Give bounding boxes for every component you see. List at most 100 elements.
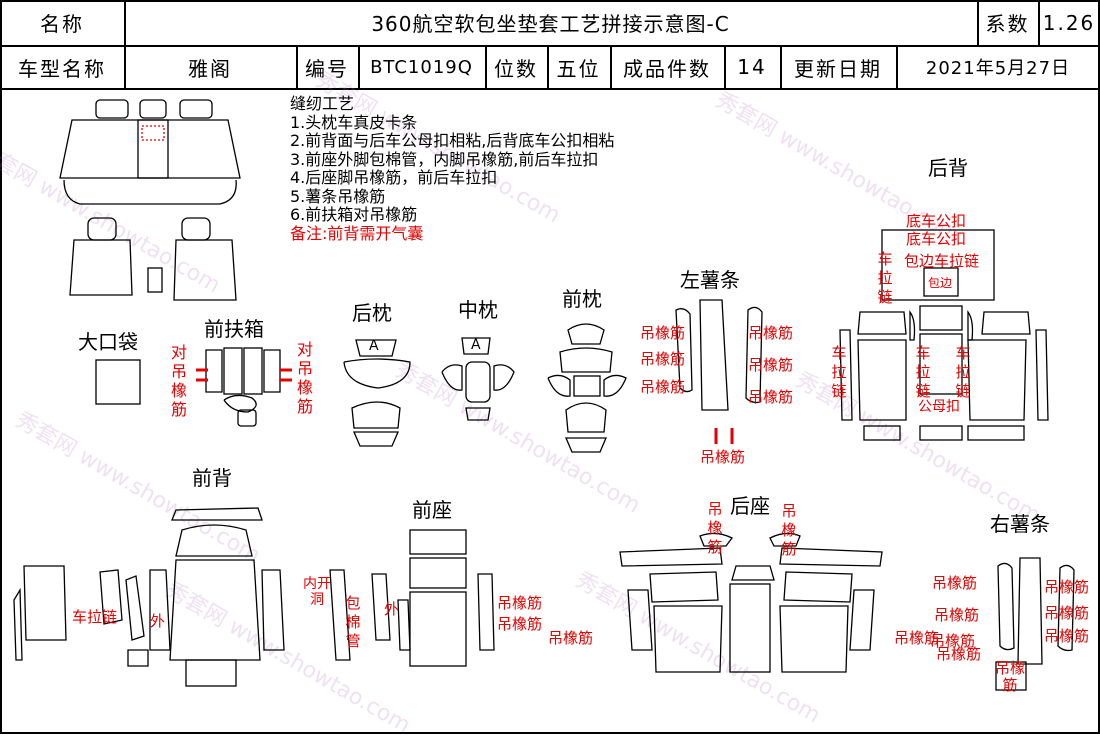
annot-rear-back-edge: 包边 [928, 276, 953, 290]
notes-item: 1.头枕车真皮卡条 [290, 112, 418, 132]
big-pocket-piece [95, 359, 141, 405]
coef-label: 系数 [985, 12, 1030, 36]
grid-v-1 [124, 0, 126, 89]
front-seat-pieces [329, 529, 495, 667]
annot-right-strip: 吊橡筋 [1044, 604, 1090, 622]
annot-rear-back-zip: 车拉链 [877, 250, 893, 306]
annot-rear-seat-left: 吊橡筋 [707, 500, 723, 556]
grid-v-4 [296, 45, 298, 89]
label-front-armrest: 前扶箱 [204, 317, 264, 341]
annot-right-strip: 吊橡筋 [936, 645, 982, 663]
right-strip-pieces [995, 557, 1075, 691]
grid-v-6 [485, 45, 487, 89]
annot-left-strip: 吊橡筋 [748, 356, 794, 374]
annot-front-back-hole: 内开洞 [303, 576, 331, 608]
attach-arrows [196, 368, 734, 444]
car-label: 车型名称 [18, 56, 106, 81]
annot-armrest-right: 对吊橡筋 [296, 340, 313, 416]
rear-seat-pieces [619, 532, 883, 673]
annot-front-seat-out: 外 [384, 600, 400, 618]
left-strip-pieces [675, 299, 763, 411]
annot-left-strip: 吊橡筋 [748, 388, 794, 406]
rear-back-pieces [839, 229, 1049, 441]
notes-heading: 缝纫工艺 [290, 94, 355, 113]
annot-front-back-zip: 车拉链 [72, 608, 118, 626]
annot-left-strip-bottom: 吊橡筋 [700, 448, 746, 466]
annot-rear-seat-right: 吊橡筋 [781, 502, 797, 558]
label-front-seat: 前座 [412, 498, 452, 522]
label-front-back: 前背 [192, 466, 232, 490]
mid-pillow-pieces [441, 337, 515, 421]
name-label: 名称 [40, 12, 84, 36]
annot-rear-back-snap: 公母扣 [918, 399, 960, 415]
grid-v-7 [547, 45, 549, 89]
grid-v-8 [610, 45, 612, 89]
grid-v-3 [1038, 0, 1040, 46]
pieces-label: 成品件数 [623, 56, 711, 81]
annot-right-strip: 吊橡筋 [930, 632, 976, 650]
label-rear-seat: 后座 [730, 494, 770, 518]
pillow-mark: A [369, 338, 379, 354]
annot-rear-seat: 吊橡筋 [894, 629, 940, 647]
seat-label: 位数 [494, 56, 538, 81]
seat-value: 五位 [556, 56, 601, 81]
annot-rear-back-edge: 包边车拉链 [904, 252, 980, 270]
seat-overview-diagram [59, 99, 241, 301]
front-back-pieces [13, 507, 285, 687]
annot-rear-back-top: 底车公扣 [906, 230, 967, 248]
annot-front-back-out: 外 [150, 612, 166, 630]
label-mid-pillow: 中枕 [458, 298, 498, 322]
label-big-pocket: 大口袋 [78, 330, 138, 354]
notes-item: 3.前座外脚包棉管，内脚吊橡筋,前后车拉扣 [290, 149, 599, 169]
grid-v-9 [724, 45, 726, 89]
date-value: 2021年5月27日 [925, 58, 1071, 79]
notes-item: 4.后座脚吊橡筋，前后车拉扣 [290, 168, 498, 187]
label-rear-back: 后背 [928, 156, 968, 180]
label-front-pillow: 前枕 [562, 287, 602, 311]
annot-front-seat: 吊橡筋 [497, 615, 543, 633]
annot-left-strip: 吊橡筋 [640, 350, 686, 368]
label-right-strip: 右薯条 [990, 512, 1050, 536]
annot-front-seat-pipe: 包棉管 [345, 594, 361, 650]
notes-item: 5.薯条吊橡筋 [290, 186, 386, 206]
grid-v-10 [780, 45, 782, 89]
annot-right-strip-bottom: 吊橡筋 [994, 659, 1025, 694]
label-left-strip: 左薯条 [680, 268, 740, 292]
annot-left-strip: 吊橡筋 [640, 324, 686, 342]
grid-v-2 [977, 0, 979, 46]
car-value: 雅阁 [188, 56, 232, 81]
coef-value: 1.26 [1042, 10, 1096, 35]
annot-left-strip: 吊橡筋 [748, 324, 794, 342]
code-label: 编号 [305, 56, 349, 81]
notes-remark: 备注:前背需开气囊 [290, 223, 424, 243]
header-divider-2 [0, 88, 1100, 90]
front-pillow-pieces [547, 323, 627, 453]
annot-right-strip: 吊橡筋 [1044, 578, 1090, 596]
rear-pillow-pieces [343, 339, 411, 447]
annot-right-strip: 吊橡筋 [1044, 627, 1090, 645]
grid-v-5 [358, 45, 360, 89]
doc-title: 360航空软包坐垫套工艺拼接示意图-C [371, 12, 730, 36]
pillow-mark: A [471, 337, 481, 353]
pieces-value: 14 [737, 55, 767, 79]
label-rear-pillow: 后枕 [352, 301, 392, 325]
code-value: BTC1019Q [370, 56, 473, 78]
header-divider-1 [0, 45, 1100, 47]
grid-v-11 [896, 45, 898, 89]
annot-right-strip: 吊橡筋 [934, 606, 980, 624]
notes-item: 2.前背面与后车公母扣相粘,后背底车公扣相粘 [290, 131, 615, 150]
notes-item: 6.前扶箱对吊橡筋 [290, 205, 418, 224]
annot-left-strip: 吊橡筋 [640, 378, 686, 396]
sewing-notes: 缝纫工艺 1.头枕车真皮卡条 2.前背面与后车公母扣相粘,后背底车公扣相粘 3.… [290, 94, 615, 243]
annot-rear-back-zip: 车拉链 [831, 344, 847, 400]
annot-rear-back-zip: 车拉链 [955, 344, 971, 400]
annot-armrest-left: 对吊橡筋 [170, 343, 187, 419]
annot-rear-back-zip: 车拉链 [915, 344, 931, 400]
date-label: 更新日期 [794, 56, 882, 81]
annot-front-seat: 吊橡筋 [548, 629, 594, 647]
annot-front-seat: 吊橡筋 [497, 594, 543, 612]
annot-right-strip: 吊橡筋 [932, 574, 978, 592]
front-armrest-pieces [205, 347, 281, 427]
